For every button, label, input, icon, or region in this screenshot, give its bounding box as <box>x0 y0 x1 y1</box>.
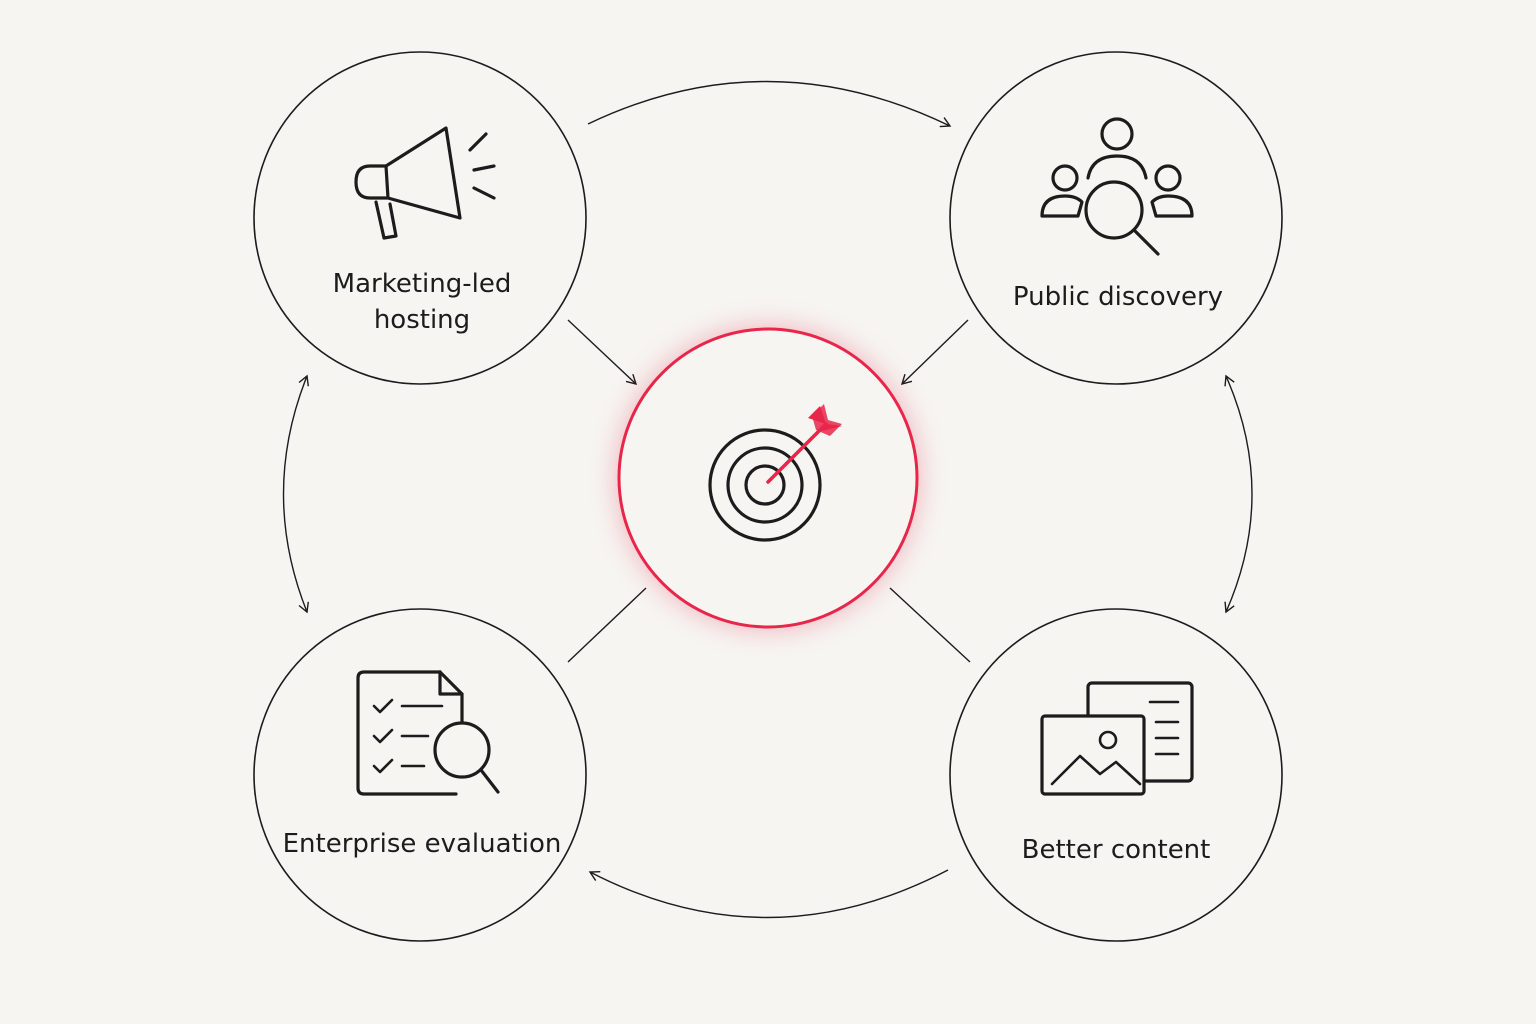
node-label-content: Better content <box>1022 835 1211 865</box>
target-with-arrow-icon <box>708 404 842 542</box>
megaphone-icon <box>354 126 496 240</box>
node-better-content: Better content <box>949 608 1283 942</box>
connector-marketing-to-center <box>567 319 638 385</box>
flow-enterprise-marketing <box>282 374 310 614</box>
node-label-enterprise: Enterprise evaluation <box>283 829 562 859</box>
checklist-search-icon <box>356 670 500 796</box>
connector-center-content <box>889 587 971 663</box>
center-node <box>617 327 919 629</box>
flow-marketing-to-discovery <box>587 80 952 128</box>
node-label-discovery: Public discovery <box>1013 282 1223 312</box>
node-enterprise-evaluation: Enterprise evaluation <box>253 608 587 942</box>
node-marketing-led-hosting: Marketing-led hosting <box>253 51 587 385</box>
flow-discovery-content <box>1224 374 1253 614</box>
flow-content-to-enterprise <box>588 869 949 919</box>
node-label-marketing-line2: hosting <box>374 305 470 335</box>
node-label-marketing-line1: Marketing-led <box>333 269 512 299</box>
node-public-discovery: Public discovery <box>949 51 1283 385</box>
image-document-icon <box>1040 681 1194 796</box>
connector-center-enterprise <box>567 587 647 663</box>
people-search-icon <box>1040 117 1194 256</box>
connector-discovery-to-center <box>900 319 969 386</box>
